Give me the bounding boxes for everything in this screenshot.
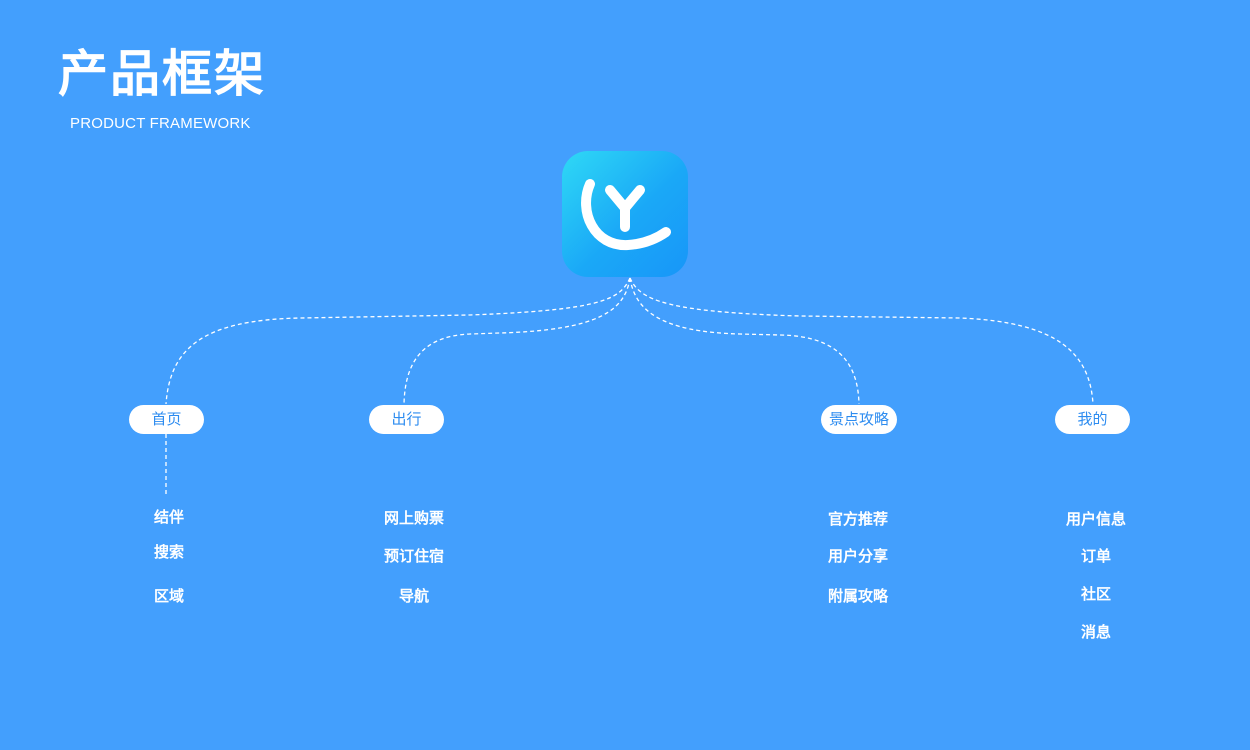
feature-travel-lodging: 预订住宿 xyxy=(383,547,445,565)
feature-travel-navigation: 导航 xyxy=(398,587,430,605)
feature-home-area: 区域 xyxy=(153,587,185,605)
connector-travel xyxy=(403,277,631,405)
feature-home-companion: 结伴 xyxy=(153,508,185,526)
feature-attractions-user-share: 用户分享 xyxy=(827,547,889,565)
feature-mine-orders: 订单 xyxy=(1080,547,1112,565)
page-title: 产品框架 xyxy=(58,45,266,103)
connector-home xyxy=(165,277,631,405)
app-logo-icon xyxy=(562,151,688,277)
connector-mine xyxy=(629,277,1094,405)
connector-attractions xyxy=(629,277,860,405)
feature-mine-messages: 消息 xyxy=(1080,623,1112,641)
feature-travel-tickets: 网上购票 xyxy=(383,509,445,527)
feature-home-search: 搜索 xyxy=(153,543,185,561)
feature-attractions-official: 官方推荐 xyxy=(827,510,889,528)
module-home[interactable]: 首页 xyxy=(129,405,204,434)
module-attractions[interactable]: 景点攻略 xyxy=(821,405,897,434)
feature-mine-community: 社区 xyxy=(1080,585,1112,603)
page-subtitle: PRODUCT FRAMEWORK xyxy=(70,115,251,132)
module-travel[interactable]: 出行 xyxy=(369,405,444,434)
feature-attractions-guides: 附属攻略 xyxy=(827,587,889,605)
module-mine[interactable]: 我的 xyxy=(1055,405,1130,434)
feature-mine-user-info: 用户信息 xyxy=(1065,510,1127,528)
